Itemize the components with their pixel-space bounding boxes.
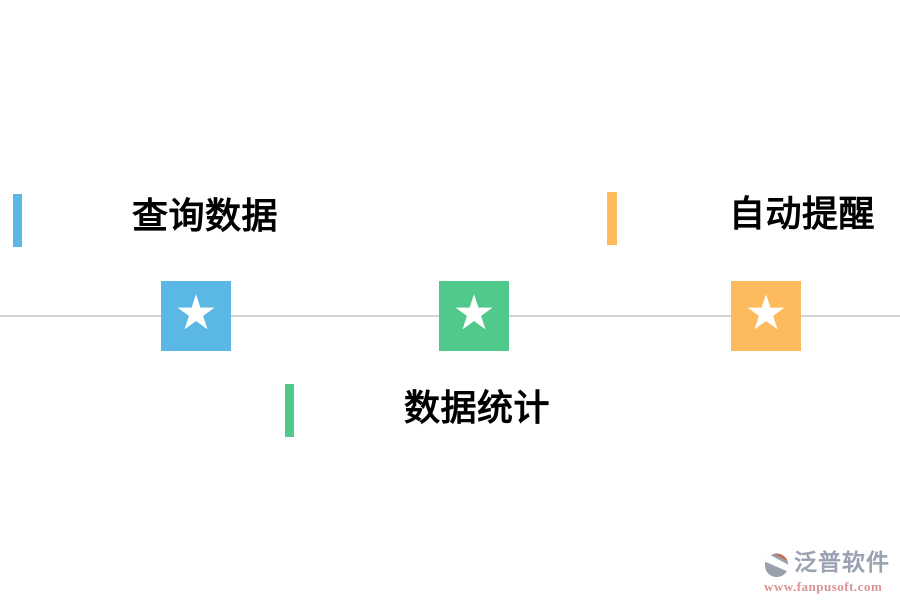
query-data-node: ★ (161, 281, 231, 351)
brand-url: www.fanpusoft.com (764, 579, 883, 594)
star-icon: ★ (744, 285, 788, 341)
fanpu-logo-icon (764, 553, 789, 578)
star-icon: ★ (174, 285, 218, 341)
auto-remind-node: ★ (731, 281, 801, 351)
query-data-accent-bar (13, 194, 22, 247)
data-stats-label: 数据统计 (404, 388, 551, 429)
brand-name: 泛普软件 (794, 550, 890, 576)
data-stats-accent-bar (285, 384, 294, 437)
auto-remind-label: 自动提醒 (729, 194, 876, 235)
star-icon: ★ (452, 285, 496, 341)
brand-watermark: 泛普软件 www.fanpusoft.com (764, 550, 890, 595)
data-stats-node: ★ (439, 281, 509, 351)
query-data-label: 查询数据 (132, 196, 279, 237)
auto-remind-accent-bar (607, 192, 617, 245)
